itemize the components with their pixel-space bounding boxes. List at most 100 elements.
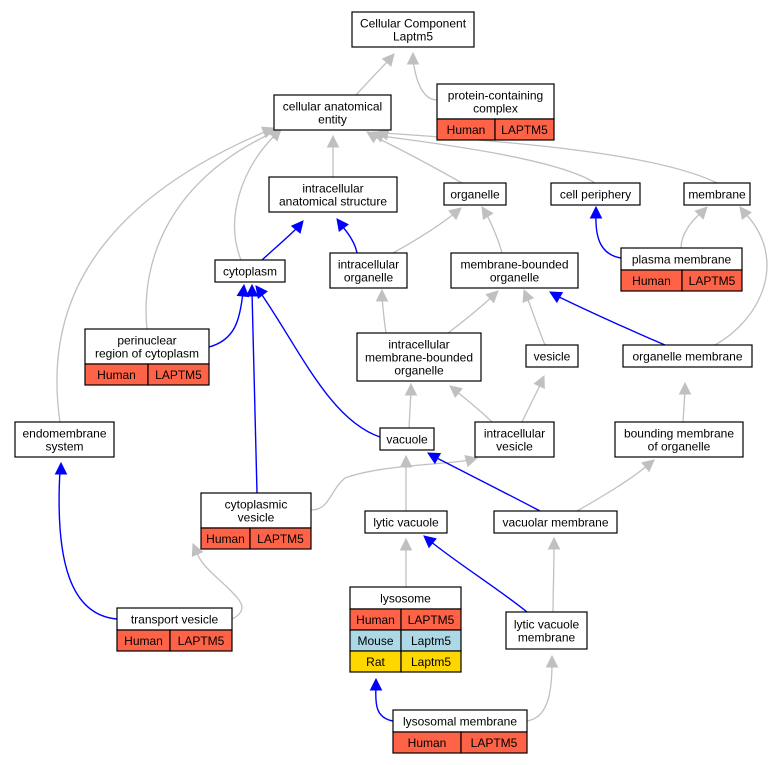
node-intracellular-mb-organelle-label-0: intracellular <box>388 337 449 351</box>
node-intracellular-vesicle-label-0: intracellular <box>484 426 545 440</box>
node-vacuole-label-0: vacuole <box>386 432 428 446</box>
edge-bm-to-om-line <box>682 389 686 423</box>
node-vesicle[interactable]: vesicle <box>525 344 579 368</box>
node-organelle-membrane[interactable]: organelle membrane <box>622 344 753 368</box>
annotation-gene-label: LAPTM5 <box>408 613 455 627</box>
node-transport-vesicle-label-0: transport vesicle <box>131 612 219 626</box>
edge-lvm-to-lv-line <box>429 540 528 613</box>
edge-complex-to-root-line <box>412 58 438 101</box>
node-plasma-membrane-label-0: plasma membrane <box>632 252 732 266</box>
annotation-species-label: Mouse <box>357 634 393 648</box>
node-vacuolar-membrane-label-0: vacuolar membrane <box>502 515 608 529</box>
annotation-gene-cell <box>400 650 462 673</box>
node-cytoplasm[interactable]: cytoplasm <box>214 259 286 283</box>
node-cytoplasmic-vesicle-box <box>200 492 312 529</box>
edge-cytoplasm-to-ias-line <box>261 226 299 261</box>
node-intracellular-organelle-label-0: intracellular <box>338 257 399 271</box>
edge-complex-to-root-arrowhead <box>406 51 420 65</box>
node-endomembrane-system-label-1: system <box>45 439 83 453</box>
edge-perinuclear-to-cytoplasm <box>208 283 250 348</box>
edge-lvm-to-vm-arrowhead <box>547 536 561 550</box>
edge-imbo-to-mbo <box>447 290 499 334</box>
edge-vacuole-to-imbo-line <box>408 390 412 429</box>
node-cellular-anatomical-entity-label-1: entity <box>318 112 347 126</box>
graph-edges <box>54 51 768 722</box>
annotation-gene-label: LAPTM5 <box>471 736 518 750</box>
edge-om-to-membrane-line <box>714 211 768 346</box>
edge-mbo-to-organelle-arrowhead <box>481 206 494 221</box>
node-vacuole-box <box>379 427 435 451</box>
node-organelle-membrane-label-0: organelle membrane <box>632 349 742 363</box>
edge-vesicle-to-mbo-arrowhead <box>522 288 535 303</box>
edge-vacuole-to-cytoplasm-line <box>259 291 381 438</box>
node-intracellular-organelle-box <box>329 252 408 289</box>
node-endomembrane-system-box <box>14 421 115 458</box>
edge-iv-to-imbo <box>449 385 493 423</box>
node-protein-containing-complex-label-1: complex <box>473 101 518 115</box>
node-protein-containing-complex-box <box>436 83 555 120</box>
node-perinuclear-region-box <box>84 328 210 365</box>
edge-tv-to-cytovesicle <box>191 542 243 620</box>
edge-om-to-mbo-line <box>556 295 666 346</box>
node-intracellular-mb-organelle-box <box>356 332 482 382</box>
node-cytoplasm-label-0: cytoplasm <box>223 264 277 278</box>
edge-iv-to-vesicle <box>521 374 545 423</box>
edge-bm-to-om-arrowhead <box>678 381 692 395</box>
edge-io-to-organelle <box>392 207 462 254</box>
edge-perinuclear-to-entity <box>145 127 282 330</box>
edge-iv-to-imbo-line <box>455 390 493 423</box>
node-membrane-label-0: membrane <box>688 187 746 201</box>
node-intracellular-anatomical-structure-label-0: intracellular <box>302 181 363 195</box>
node-cell-periphery[interactable]: cell periphery <box>550 182 641 206</box>
node-lytic-vacuole-membrane-box <box>505 611 588 650</box>
node-lysosome-label-0: lysosome <box>380 591 431 605</box>
edge-lm-to-lvm-line <box>526 662 553 722</box>
node-vacuolar-membrane[interactable]: vacuolar membrane <box>493 510 618 534</box>
edge-lvm-to-lv-arrowhead <box>423 535 437 549</box>
edge-perinuclear-to-cytoplasm-arrowhead <box>236 283 250 298</box>
edge-lm-to-lvm <box>526 654 559 722</box>
edge-imbo-to-mbo-arrowhead <box>485 290 499 304</box>
node-cytoplasmic-vesicle-label-0: cytoplasmic <box>225 497 288 511</box>
edge-organelle-to-entity-line <box>374 136 463 184</box>
annotation-gene-label: LAPTM5 <box>155 368 202 382</box>
node-organelle[interactable]: organelle <box>443 182 507 206</box>
node-intracellular-mb-organelle-label-2: organelle <box>394 363 444 377</box>
edge-cytovesicle-to-cytoplasm <box>245 283 259 494</box>
node-cellular-component-box <box>351 11 475 48</box>
node-lytic-vacuole[interactable]: lytic vacuole <box>364 510 448 534</box>
edge-iv-to-vesicle-line <box>521 382 542 423</box>
node-cytoplasmic-vesicle-label-1: vesicle <box>238 510 275 524</box>
edge-vm-to-bm-line <box>576 464 649 512</box>
annotation-gene-label: Laptm5 <box>411 634 451 648</box>
annotation-gene-cell <box>169 629 233 652</box>
edge-complex-to-root <box>406 51 438 101</box>
node-vacuole[interactable]: vacuole <box>379 427 435 451</box>
node-perinuclear-region-label-0: perinuclear <box>117 333 176 347</box>
node-intracellular-anatomical-structure-label-1: anatomical structure <box>279 194 387 208</box>
node-cellular-component-label-1: Laptm5 <box>393 29 433 43</box>
edge-vm-to-vacuole <box>427 452 541 512</box>
node-membrane[interactable]: membrane <box>683 182 751 206</box>
edge-pm-to-membrane-arrowhead <box>694 206 708 220</box>
annotation-gene-cell <box>681 269 743 292</box>
edge-imbo-to-mbo-line <box>447 295 494 334</box>
edge-lm-to-lysosome <box>369 677 394 722</box>
